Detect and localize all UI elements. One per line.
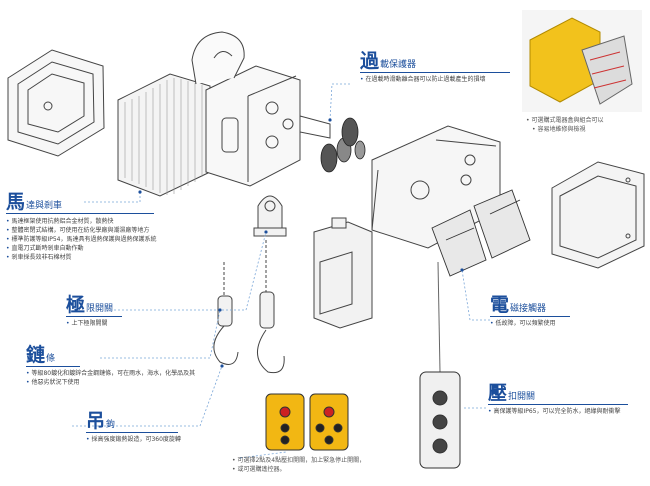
pushbutton-switch-label: 壓 扣開關 高保護等級IP65，可以完全防水，絕緣與耐衝擊 bbox=[488, 384, 628, 416]
overload-protector-title-big: 過 bbox=[360, 50, 380, 72]
overload-protector-bullets: 在過載時滑動離合器可以防止過載產生的損壞 bbox=[360, 75, 510, 84]
pushbutton-switch-title-big: 壓 bbox=[488, 382, 508, 404]
motor-brake-bullet: 整體密閉式結構，可使用在紡化學廠與潮濕廠等地方 bbox=[6, 226, 156, 235]
motor-brake-bullets: 馬達框架使用抗熱鋁合金材質，散熱快 整體密閉式結構，可使用在紡化學廠與潮濕廠等地… bbox=[6, 217, 156, 262]
yellow-pendants bbox=[265, 393, 349, 451]
overload-protector-title-small: 載保護器 bbox=[380, 60, 417, 70]
limit-switch-label: 極 限開關 上下極限開關 bbox=[66, 296, 122, 328]
limit-switch-bullets: 上下極限開關 bbox=[66, 319, 122, 328]
chain-bag bbox=[313, 217, 373, 329]
motor-brake-bullet: 馬達框架使用抗熱鋁合金材質，散熱快 bbox=[6, 217, 156, 226]
overload-protector-bullet: 在過載時滑動離合器可以防止過載產生的損壞 bbox=[360, 75, 510, 84]
motor-brake-bullet: 標準防護等級IP54，馬達具有過熱保護與過熱保護系統 bbox=[6, 235, 156, 244]
hook-bullets: 採高強度鍛熱設造，可360度旋轉 bbox=[86, 435, 180, 444]
photo-caption-line: 可選購式電器盒與組合可以 bbox=[526, 116, 603, 125]
motor-body bbox=[117, 31, 331, 197]
motor-end-cover bbox=[7, 49, 105, 157]
limit-switch bbox=[253, 195, 287, 237]
brake-end-cover bbox=[551, 161, 645, 269]
hook-title-small: 鉤 bbox=[106, 420, 116, 430]
hook-rule bbox=[86, 432, 178, 433]
pushbutton-switch-bullet: 高保護等級IP65，可以完全防水，絕緣與耐衝擊 bbox=[488, 407, 628, 416]
limit-switch-title-big: 極 bbox=[66, 294, 86, 316]
leader-lines bbox=[72, 83, 490, 459]
pendant-control bbox=[419, 261, 461, 469]
limit-switch-rule bbox=[66, 316, 122, 317]
pushbutton-switch-title-small: 扣開關 bbox=[508, 392, 536, 402]
pendants-caption-line: 或可選購遙控器。 bbox=[232, 465, 365, 474]
contactor-label: 電 磁接觸器 低故障，可以頻繁使用 bbox=[490, 296, 570, 328]
chain-title: 鏈 條 bbox=[26, 346, 195, 365]
contactor-title: 電 磁接觸器 bbox=[490, 296, 570, 315]
contactor-bullets: 低故障，可以頻繁使用 bbox=[490, 319, 570, 328]
chain-and-hook bbox=[213, 240, 285, 374]
pushbutton-switch-title: 壓 扣開關 bbox=[488, 384, 628, 403]
limit-switch-bullet: 上下極限開關 bbox=[66, 319, 122, 328]
hook-label: 吊 鉤 採高強度鍛熱設造，可360度旋轉 bbox=[86, 412, 181, 444]
chain-bullet: 他惡劣狀況下使用 bbox=[26, 378, 195, 387]
contactor-bullet: 低故障，可以頻繁使用 bbox=[490, 319, 570, 328]
pendants-caption-line: 可選擇2點及4點壓扣開關，加上緊急停止開關， bbox=[232, 456, 365, 465]
chain-rule bbox=[26, 366, 80, 367]
contactor-rule bbox=[490, 316, 570, 317]
control-box-photo bbox=[522, 10, 642, 112]
motor-brake-title-big: 馬 bbox=[6, 191, 26, 213]
photo-caption-line: 容易地維修與檢視 bbox=[526, 125, 603, 134]
contactor-title-small: 磁接觸器 bbox=[510, 304, 547, 314]
chain-bullets: 等級80鍍化和鍍鋅合金鋼鏈條，可在雨水，海水，化學品及其 他惡劣狀況下使用 bbox=[26, 369, 195, 387]
overload-protector-label: 過 載保護器 在過載時滑動離合器可以防止過載產生的損壞 bbox=[360, 52, 510, 84]
hook-bullet: 採高強度鍛熱設造，可360度旋轉 bbox=[86, 435, 180, 444]
overload-protector-title: 過 載保護器 bbox=[360, 52, 510, 71]
contactor-modules bbox=[431, 189, 531, 277]
limit-switch-title-small: 限開關 bbox=[86, 304, 114, 314]
motor-brake-title-small: 達與剎車 bbox=[26, 201, 63, 211]
motor-brake-bullet: 剎車採長效非石棉材質 bbox=[6, 253, 156, 262]
pushbutton-switch-bullets: 高保護等級IP65，可以完全防水，絕緣與耐衝擊 bbox=[488, 407, 628, 416]
motor-brake-bullet: 直電刀式斷時剎車自動作動 bbox=[6, 244, 156, 253]
chain-title-big: 鏈 bbox=[26, 344, 46, 366]
gear-train bbox=[320, 117, 366, 173]
hook-title: 吊 鉤 bbox=[86, 412, 181, 431]
chain-bullet: 等級80鍍化和鍍鋅合金鋼鏈條，可在雨水，海水，化學品及其 bbox=[26, 369, 195, 378]
overload-protector-rule bbox=[360, 72, 510, 73]
motor-brake-label: 馬 達與剎車 馬達框架使用抗熱鋁合金材質，散熱快 整體密閉式結構，可使用在紡化學… bbox=[6, 193, 156, 262]
pendants-caption: 可選擇2點及4點壓扣開關，加上緊急停止開關， 或可選購遙控器。 bbox=[232, 456, 365, 474]
hook-title-big: 吊 bbox=[86, 410, 106, 432]
chain-title-small: 條 bbox=[46, 354, 56, 364]
pushbutton-switch-rule bbox=[488, 404, 628, 405]
limit-switch-title: 極 限開關 bbox=[66, 296, 122, 315]
photo-caption: 可選購式電器盒與組合可以 容易地維修與檢視 bbox=[526, 116, 603, 134]
motor-brake-rule bbox=[6, 213, 154, 214]
contactor-title-big: 電 bbox=[490, 294, 510, 316]
motor-brake-title: 馬 達與剎車 bbox=[6, 193, 156, 212]
chain-label: 鏈 條 等級80鍍化和鍍鋅合金鋼鏈條，可在雨水，海水，化學品及其 他惡劣狀況下使… bbox=[26, 346, 195, 387]
